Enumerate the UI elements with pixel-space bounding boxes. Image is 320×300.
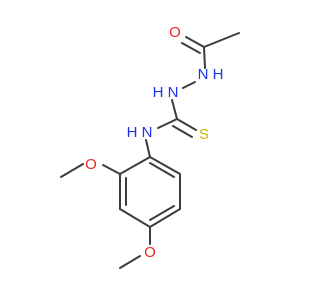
bond-thione-double-2 <box>172 125 193 138</box>
bond-n-n <box>182 81 196 89</box>
bond-para-oxygen-methyl <box>119 255 141 269</box>
ring-bond-4 <box>149 208 181 228</box>
bond-thiocarbonyl-amine <box>157 118 178 129</box>
bond-layer <box>60 32 240 269</box>
hydrazine-nitrogen-label: N <box>168 84 179 101</box>
bond-methyl-carbonyl <box>203 32 240 48</box>
ring-bond-6 <box>149 156 181 175</box>
molecule-diagram: O N H H N S H N O O <box>60 24 240 269</box>
bond-thione-double-1 <box>176 118 197 131</box>
ring-inner-bond-2 <box>149 205 175 221</box>
hydrazide-nitrogen-label: N <box>198 66 209 83</box>
ortho-methoxy-oxygen-label: O <box>85 156 97 173</box>
bond-carbonyl-double-2 <box>181 42 201 54</box>
amine-nitrogen-label: N <box>142 124 153 141</box>
bond-carbonyl-nh <box>203 46 206 69</box>
hydrazine-hydrogen-label: H <box>153 84 164 101</box>
bond-carbonyl-double-1 <box>185 36 205 48</box>
bond-nh-thiocarbonyl <box>171 99 178 120</box>
carbonyl-oxygen-label: O <box>169 24 181 41</box>
hydrazide-hydrogen-label: H <box>213 66 224 83</box>
bond-ortho-oxygen-methyl <box>60 163 84 178</box>
ring-bond-1 <box>119 156 151 175</box>
para-methoxy-oxygen-label: O <box>144 244 156 261</box>
bond-amine-aryl <box>145 139 151 158</box>
thione-sulfur-label: S <box>199 126 209 143</box>
atom-label-layer: O N H H N S H N O O <box>85 24 223 261</box>
ring-bond-3 <box>119 208 151 228</box>
ring-inner-bond-3 <box>149 162 175 178</box>
bond-ring-ortho-oxygen <box>102 164 121 175</box>
amine-hydrogen-label: H <box>127 124 138 141</box>
